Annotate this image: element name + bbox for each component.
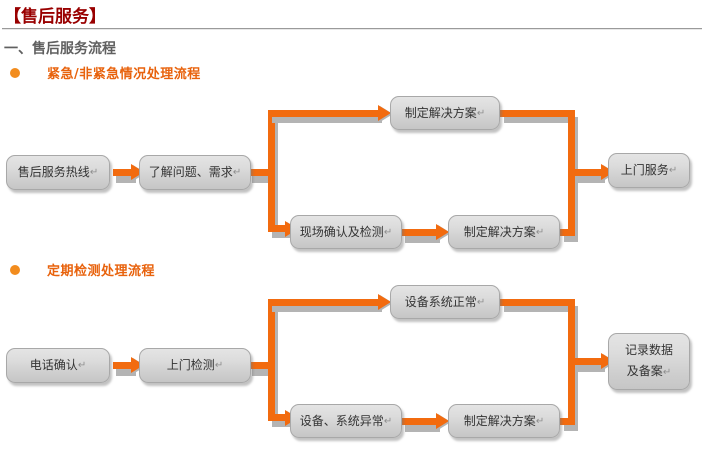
flow-node-f1n6[interactable]: 上门服务↵ xyxy=(608,153,690,188)
flow-node-f1n5-label: 制定解决方案 xyxy=(463,224,536,239)
title-divider xyxy=(2,28,702,30)
pilcrow-icon: ↵ xyxy=(476,296,486,308)
conn-f1-top-branch xyxy=(268,110,381,117)
conn-f1-bottom-branch xyxy=(268,225,288,232)
conn-f1-n2-split-shadow xyxy=(252,176,277,183)
flow-node-f2n6[interactable]: 记录数据 及备案↵ xyxy=(608,333,690,390)
flow-node-f1n1-label: 售后服务热线 xyxy=(17,165,90,179)
flow-node-f2n1-label: 电话确认 xyxy=(29,358,78,372)
conn-f1-n3-merge-shadow xyxy=(504,117,576,123)
conn-f1-n1-n2-shadow xyxy=(116,176,136,183)
flow-node-f2n4[interactable]: 设备、系统异常↵ xyxy=(290,404,402,438)
conn-f2-n4-n5-shadow xyxy=(405,425,440,432)
merge-f1 xyxy=(568,110,575,236)
conn-f1-top-branch-shadow xyxy=(272,117,382,123)
conn-f1-n4-n5-shadow xyxy=(405,236,440,243)
conn-f2-n3-merge xyxy=(500,299,575,306)
conn-f2-n1-n2 xyxy=(113,362,133,369)
conn-f2-n3-merge-shadow xyxy=(504,306,576,312)
conn-f2-n2-split xyxy=(249,362,276,369)
pilcrow-icon: ↵ xyxy=(668,165,678,176)
flow-node-f2n3-label: 设备系统正常 xyxy=(404,294,477,309)
spine-f2-shadow xyxy=(272,306,278,424)
conn-f1-n5-merge xyxy=(560,229,575,236)
flow-node-f2n6-line2-wrap: 及备案↵ xyxy=(627,361,671,383)
bullet-dot-icon xyxy=(10,67,20,78)
flow-node-f1n4-label: 现场确认及检测 xyxy=(299,224,384,239)
arrow-f2-n4-n5 xyxy=(436,413,449,429)
flow-node-f1n1[interactable]: 售后服务热线↵ xyxy=(6,155,110,190)
pilcrow-icon: ↵ xyxy=(476,107,486,119)
conn-f2-bottom-branch-shadow xyxy=(272,421,290,427)
pilcrow-icon: ↵ xyxy=(214,360,224,371)
conn-f1-bottom-branch-shadow xyxy=(272,232,290,238)
pilcrow-icon: ↵ xyxy=(662,367,672,378)
arrow-f2-top xyxy=(378,294,391,310)
conn-f2-n5-merge xyxy=(560,418,575,425)
flow-1-bullet: 紧急/非紧急情况处理流程 xyxy=(10,62,201,82)
conn-f2-n5-merge-shadow xyxy=(564,425,578,431)
conn-f1-n2-split xyxy=(249,169,276,176)
pilcrow-icon: ↵ xyxy=(232,167,242,178)
conn-f1-n1-n2 xyxy=(113,169,133,176)
flow-node-f2n1[interactable]: 电话确认↵ xyxy=(6,348,110,383)
pilcrow-icon: ↵ xyxy=(89,167,99,178)
flow-node-f2n5[interactable]: 制定解决方案↵ xyxy=(448,404,560,438)
flow-node-f2n3[interactable]: 设备系统正常↵ xyxy=(390,285,500,319)
flow-node-f1n3[interactable]: 制定解决方案↵ xyxy=(390,96,500,130)
spine-f2 xyxy=(268,299,275,421)
conn-f2-bottom-branch xyxy=(268,414,288,421)
section-heading: 一、售后服务流程 xyxy=(4,41,116,57)
pilcrow-icon: ↵ xyxy=(535,415,545,427)
conn-f1-merge-n6-shadow xyxy=(575,176,605,183)
pilcrow-icon: ↵ xyxy=(77,360,87,371)
conn-f2-n1-n2-shadow xyxy=(116,369,136,376)
conn-f2-top-branch xyxy=(268,299,381,306)
flow-1-title: 紧急/非紧急情况处理流程 xyxy=(47,67,201,82)
spine-f1 xyxy=(268,110,275,232)
flow-node-f1n6-label: 上门服务 xyxy=(620,163,669,177)
conn-f1-n5-merge-shadow xyxy=(564,236,578,242)
spine-f1-shadow xyxy=(272,117,278,235)
conn-f2-merge-n6 xyxy=(572,358,603,365)
flow-node-f1n2-label: 了解问题、需求 xyxy=(148,165,233,179)
flow-node-f2n5-label: 制定解决方案 xyxy=(463,413,536,428)
conn-f2-n2-split-shadow xyxy=(252,369,277,376)
flow-2-bullet: 定期检测处理流程 xyxy=(10,259,155,279)
pilcrow-icon: ↵ xyxy=(383,415,393,427)
flow-node-f2n6-label-line1: 记录数据 xyxy=(624,343,673,357)
conn-f1-merge-n6 xyxy=(572,169,603,176)
arrow-f1-top xyxy=(378,105,391,121)
pilcrow-icon: ↵ xyxy=(535,226,545,238)
pilcrow-icon: ↵ xyxy=(383,226,393,238)
flow-node-f1n4[interactable]: 现场确认及检测↵ xyxy=(290,215,402,249)
flow-node-f1n3-label: 制定解决方案 xyxy=(404,105,477,120)
conn-f2-top-branch-shadow xyxy=(272,306,382,312)
conn-f2-merge-n6-shadow xyxy=(575,365,605,372)
flow-node-f1n2[interactable]: 了解问题、需求↵ xyxy=(139,155,251,190)
bullet-dot-icon xyxy=(10,264,20,275)
conn-f1-n3-merge xyxy=(500,110,575,117)
conn-f2-n4-n5 xyxy=(402,418,438,425)
flow-node-f1n5[interactable]: 制定解决方案↵ xyxy=(448,215,560,249)
conn-f1-n4-n5 xyxy=(402,229,438,236)
arrow-f1-n4-n5 xyxy=(436,224,449,240)
flow-node-f2n2[interactable]: 上门检测↵ xyxy=(139,348,251,383)
flow-node-f2n6-label-line2: 及备案 xyxy=(626,364,663,378)
flow-node-f2n4-label: 设备、系统异常 xyxy=(299,413,384,428)
merge-f2 xyxy=(568,299,575,425)
flow-2-title: 定期检测处理流程 xyxy=(47,264,156,279)
flow-node-f2n2-label: 上门检测 xyxy=(166,358,215,372)
page-title: 【售后服务】 xyxy=(4,7,106,27)
